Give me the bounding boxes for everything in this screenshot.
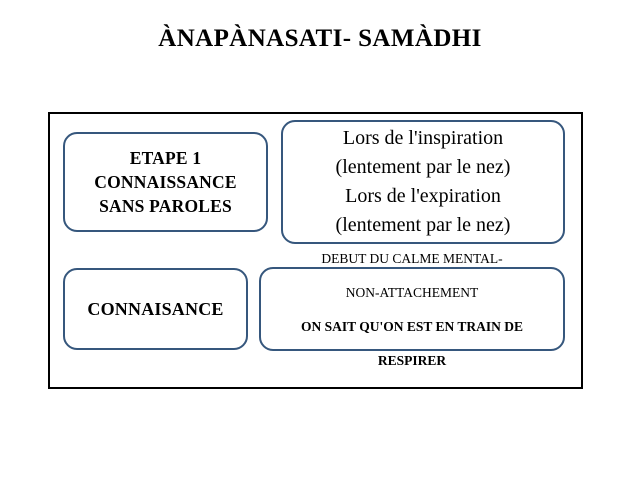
node-breathing-instruction-label: Lors de l'inspiration (lentement par le … (335, 127, 511, 236)
node-connaisance: CONNAISANCE (63, 268, 248, 350)
node-calme-mental-line-2: NON-ATTACHEMENT (345, 284, 479, 300)
node-connaisance-label: CONNAISANCE (87, 299, 224, 319)
node-calme-mental-line-1: DEBUT DU CALME MENTAL- (321, 250, 503, 266)
page-title: ÀNAPÀNASATI- SAMÀDHI (158, 25, 482, 52)
node-calme-mental: DEBUT DU CALME MENTAL- NON-ATTACHEMENT O… (259, 251, 565, 368)
node-calme-mental-line-4: RESPIRER (377, 352, 447, 368)
node-etape1: ETAPE 1 CONNAISSANCE SANS PAROLES (63, 132, 268, 232)
node-etape1-label: ETAPE 1 CONNAISSANCE SANS PAROLES (94, 148, 237, 216)
node-calme-mental-line-3: ON SAIT QU'ON EST EN TRAIN DE (300, 318, 524, 334)
node-breathing-instruction: Lors de l'inspiration (lentement par le … (281, 120, 565, 244)
node-calme-mental-label: DEBUT DU CALME MENTAL- NON-ATTACHEMENT O… (261, 233, 563, 386)
diagram-frame: ETAPE 1 CONNAISSANCE SANS PAROLES Lors d… (48, 112, 583, 389)
